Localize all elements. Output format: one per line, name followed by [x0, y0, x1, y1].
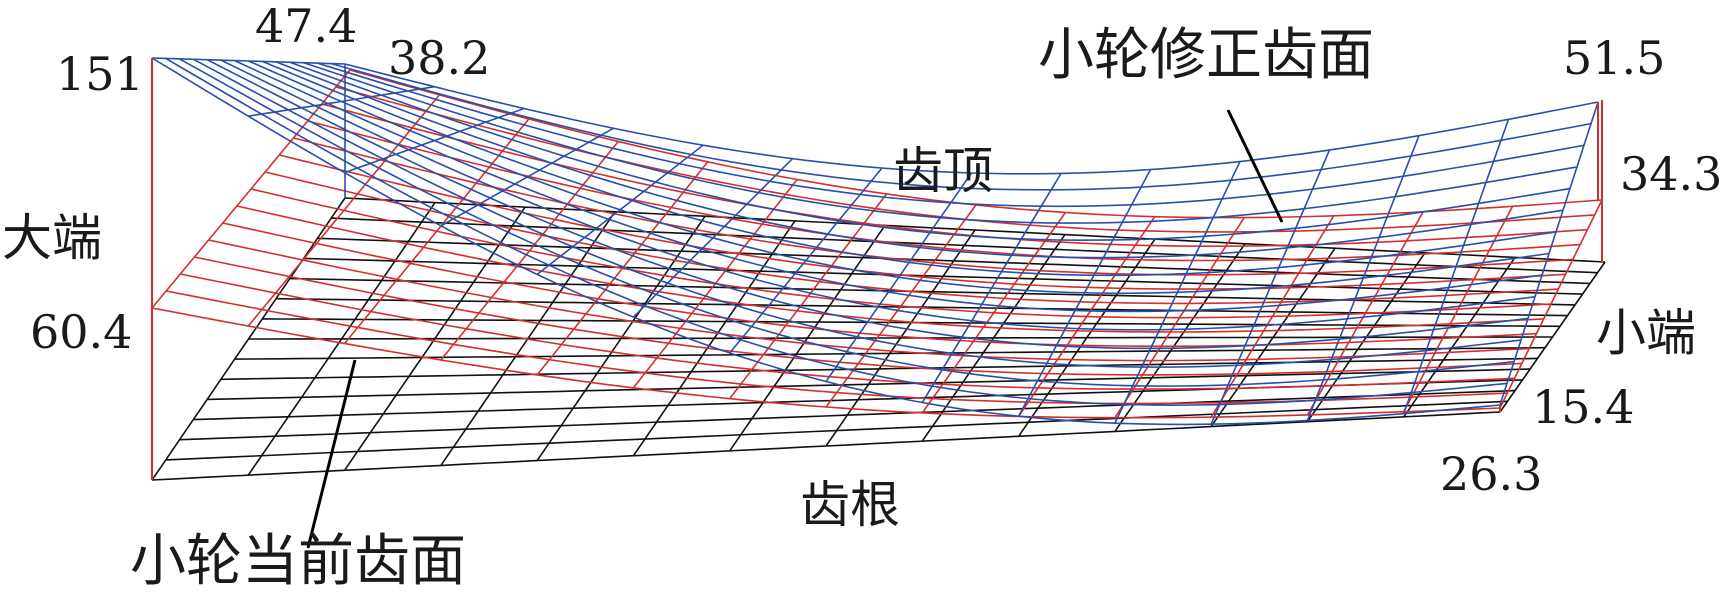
base-mesh-column-line — [1499, 261, 1606, 413]
red-mesh-column-line — [1306, 211, 1424, 416]
value-60-4: 60.4 — [30, 305, 132, 359]
leader-modified-surface — [1226, 109, 1284, 223]
red-mesh-column-line — [1017, 216, 1156, 417]
blue-mesh-column-line — [921, 173, 1062, 403]
corner-vertical-lines — [151, 58, 1603, 480]
red-mesh-column-line — [247, 94, 441, 327]
value-26-3: 26.3 — [1440, 447, 1542, 501]
label-current-surface: 小轮当前齿面 — [130, 529, 466, 594]
red-mesh-column-line — [536, 161, 709, 376]
value-51-5: 51.5 — [1563, 31, 1665, 85]
label-modified-surface: 小轮修正齿面 — [1038, 23, 1374, 88]
value-15-4: 15.4 — [1532, 380, 1634, 434]
blue-mesh-column-line — [440, 127, 614, 227]
red-mesh-column-line — [343, 118, 530, 345]
blue-mesh-column-line — [1210, 149, 1331, 425]
blue-mesh-column-line — [248, 85, 435, 117]
red-mesh-column-line — [729, 193, 888, 400]
blue-mesh-column-line — [632, 158, 794, 318]
red-mesh-column-line — [825, 204, 977, 408]
red-mesh-column-line — [440, 140, 619, 361]
blue-mesh-column-line — [1499, 101, 1599, 406]
leader-current-surface — [306, 359, 357, 549]
blue-mesh-column-line — [729, 167, 883, 354]
base-mesh-column-line — [1017, 238, 1156, 437]
base-mesh-column-line — [1210, 247, 1336, 428]
blue-mesh-column-line — [536, 144, 704, 276]
red-mesh-column-line — [151, 69, 351, 309]
blue-mesh-column-line — [151, 57, 346, 65]
label-tooth-top: 齿顶 — [893, 142, 993, 200]
value-34-3: 34.3 — [1620, 147, 1722, 201]
base-mesh-column-line — [247, 202, 436, 476]
blue-mesh-column-line — [825, 172, 973, 382]
label-tooth-root: 齿根 — [800, 476, 900, 534]
value-151: 151 — [56, 47, 144, 101]
blue-mesh-column-line — [344, 107, 525, 174]
base-plane-mesh — [151, 197, 1606, 481]
base-mesh-column-line — [632, 220, 796, 457]
blue-mesh-column-line — [1017, 169, 1152, 417]
red-mesh-column-line — [1114, 217, 1245, 419]
value-38-2: 38.2 — [388, 31, 490, 85]
blue-mesh-column-line — [1402, 119, 1510, 414]
red-mesh-column-line — [1210, 215, 1335, 418]
base-mesh-column-line — [151, 197, 346, 481]
red-mesh-column-line — [921, 212, 1067, 414]
label-big-end: 大端 — [2, 209, 102, 267]
base-mesh-column-line — [825, 229, 976, 447]
base-mesh-column-line — [729, 224, 886, 452]
label-small-end: 小端 — [1596, 304, 1696, 362]
blue-mesh-column-line — [1114, 161, 1241, 424]
value-47-4: 47.4 — [255, 0, 357, 53]
base-mesh-column-line — [343, 206, 526, 471]
label-leader-lines — [306, 109, 1284, 549]
blue-mesh-column-line — [1306, 135, 1420, 421]
modified-tooth-surface-mesh — [151, 57, 1599, 426]
red-mesh-column-line — [1499, 199, 1603, 409]
